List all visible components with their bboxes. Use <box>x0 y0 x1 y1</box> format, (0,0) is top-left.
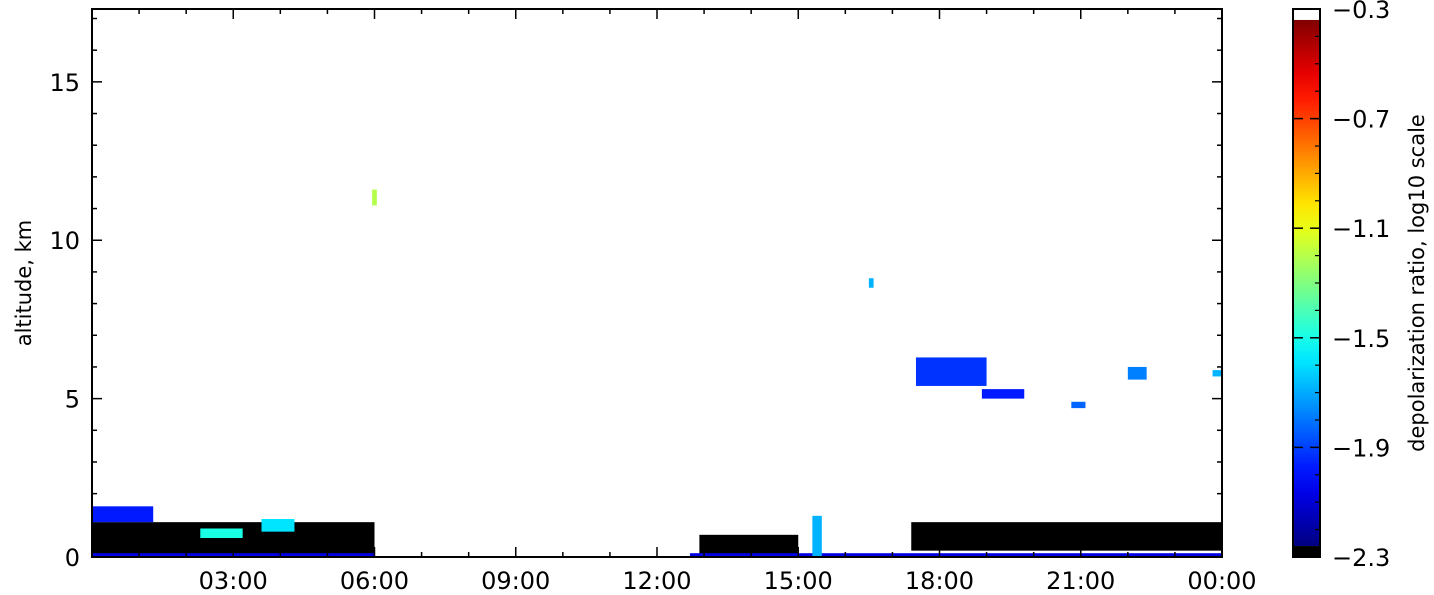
data-region-11 <box>981 389 1025 399</box>
data-region-1 <box>92 506 154 523</box>
y-tick-label: 10 <box>49 227 80 255</box>
x-tick-label: 15:00 <box>764 567 833 595</box>
colorbar-tick-label: −1.1 <box>1332 215 1390 243</box>
x-tick-label: 09:00 <box>481 567 550 595</box>
colorbar-over <box>1293 9 1320 20</box>
data-region-9 <box>868 278 874 288</box>
y-tick-label: 15 <box>49 69 80 97</box>
x-tick-label: 00:00 <box>1187 567 1256 595</box>
colorbar-under <box>1293 546 1320 557</box>
data-region-3 <box>200 528 243 538</box>
data-region-12 <box>1071 401 1086 409</box>
x-tick-label: 12:00 <box>622 567 691 595</box>
colorbar-label: depolarization ratio, log10 scale <box>1405 114 1429 452</box>
data-region-6 <box>699 534 799 554</box>
y-tick-label: 0 <box>65 544 80 572</box>
x-axis: 03:00 06:00 09:00 12:00 15:00 18:00 21:00 00:00 <box>91 9 1257 595</box>
x-tick-label: 06:00 <box>340 567 409 595</box>
colorbar-tick-label: −2.3 <box>1332 544 1390 572</box>
data-region-5 <box>372 189 377 206</box>
x-tick-label: 03:00 <box>199 567 268 595</box>
data-region-10 <box>915 357 987 386</box>
colorbar-tick-label: −1.5 <box>1332 325 1390 353</box>
data-region-14 <box>1212 370 1222 377</box>
data-region-8 <box>812 515 822 557</box>
x-tick-label: 18:00 <box>905 567 974 595</box>
data-regions <box>92 189 1222 557</box>
colorbar-tick-label: −1.9 <box>1332 434 1390 462</box>
y-axis: 0 5 10 15 <box>49 17 1222 572</box>
colorbar: −2.3 −1.9 −1.5 −1.1 −0.7 −0.3 <box>1292 0 1390 572</box>
data-region-15 <box>911 522 1222 551</box>
data-region-4 <box>261 518 295 532</box>
data-region-7 <box>689 553 1222 557</box>
x-tick-label: 21:00 <box>1046 567 1115 595</box>
data-region-13 <box>1127 366 1147 380</box>
y-axis-label: altitude, km <box>12 220 36 347</box>
colorbar-tick-label: −0.3 <box>1332 0 1390 24</box>
plot-area <box>92 9 1222 557</box>
colorbar-tick-label: −0.7 <box>1332 106 1390 134</box>
y-tick-label: 5 <box>65 386 80 414</box>
